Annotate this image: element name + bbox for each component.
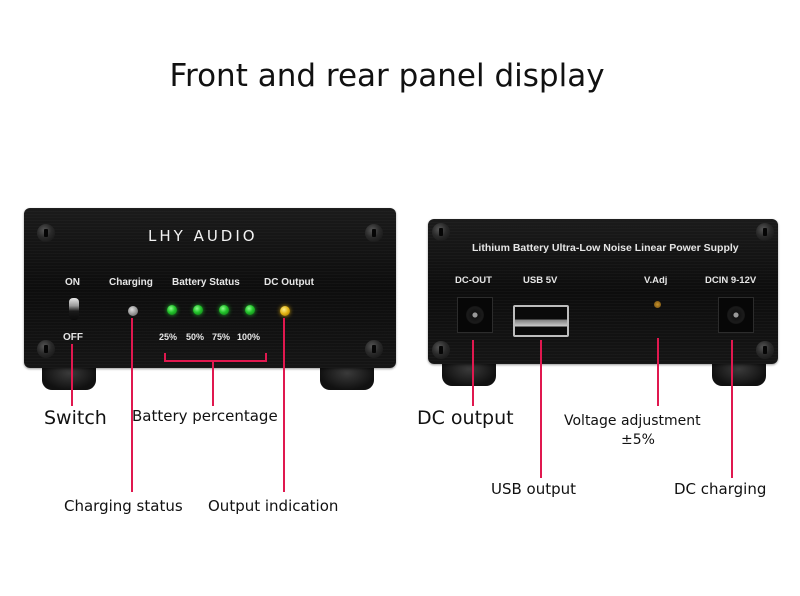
voltage-adjustment-range: ±5% bbox=[621, 432, 655, 448]
switch-on-label: ON bbox=[65, 277, 80, 288]
dcin-jack[interactable] bbox=[718, 297, 754, 333]
charging-status-callout: Charging status bbox=[64, 497, 183, 515]
dc-out-jack[interactable] bbox=[457, 297, 493, 333]
front-left-foot bbox=[42, 366, 96, 390]
voltage-adjustment-callout: Voltage adjustment bbox=[564, 413, 701, 429]
battery-bracket-left bbox=[164, 353, 166, 362]
screw-icon bbox=[37, 340, 55, 358]
battery-status-label: Battery Status bbox=[172, 277, 240, 288]
dc-output-led bbox=[280, 306, 290, 316]
usb-callout-line bbox=[540, 340, 542, 478]
dc-output-label: DC Output bbox=[264, 277, 314, 288]
charging-callout-line bbox=[131, 318, 133, 492]
screw-icon bbox=[432, 341, 450, 359]
rear-panel: Lithium Battery Ultra-Low Noise Linear P… bbox=[428, 219, 778, 364]
battery-callout-line bbox=[212, 362, 214, 406]
switch-off-label: OFF bbox=[63, 332, 83, 343]
jack-hole bbox=[466, 306, 484, 324]
front-panel: LHY AUDIO ON OFF Charging Battery Status… bbox=[24, 208, 396, 368]
battery-led-75 bbox=[219, 305, 229, 315]
battery-led-100 bbox=[245, 305, 255, 315]
battery-led-50 bbox=[193, 305, 203, 315]
dc-output-callout: DC output bbox=[417, 407, 514, 429]
screw-icon bbox=[37, 224, 55, 242]
front-right-foot bbox=[320, 366, 374, 390]
brand-logo: LHY AUDIO bbox=[148, 227, 258, 245]
rear-left-foot bbox=[442, 362, 496, 386]
page-title: Front and rear panel display bbox=[169, 58, 605, 94]
vadj-callout-line bbox=[657, 338, 659, 406]
battery-level-100: 100% bbox=[237, 332, 261, 342]
power-switch[interactable] bbox=[69, 298, 79, 320]
charging-led bbox=[128, 306, 138, 316]
battery-level-75: 75% bbox=[212, 332, 231, 342]
screw-icon bbox=[365, 224, 383, 242]
switch-callout: Switch bbox=[44, 407, 107, 429]
dc-charging-callout-line bbox=[731, 340, 733, 478]
dcin-label: DCIN 9-12V bbox=[705, 275, 757, 286]
battery-level-50: 50% bbox=[186, 332, 205, 342]
dc-out-label: DC-OUT bbox=[455, 275, 492, 286]
battery-level-25: 25% bbox=[159, 332, 178, 342]
output-indication-callout: Output indication bbox=[208, 497, 339, 515]
rear-panel-header: Lithium Battery Ultra-Low Noise Linear P… bbox=[472, 242, 739, 254]
rear-right-foot bbox=[712, 362, 766, 386]
screw-icon bbox=[756, 341, 774, 359]
switch-callout-line bbox=[71, 344, 73, 406]
charging-label: Charging bbox=[109, 277, 153, 288]
screw-icon bbox=[365, 340, 383, 358]
usb-output-callout: USB output bbox=[491, 480, 577, 498]
vadj-label: V.Adj bbox=[644, 275, 668, 286]
dc-charging-callout: DC charging bbox=[674, 480, 767, 498]
battery-led-25 bbox=[167, 305, 177, 315]
battery-percentage-callout: Battery percentage bbox=[132, 407, 278, 425]
battery-bracket-bar bbox=[164, 360, 267, 362]
jack-hole bbox=[727, 306, 745, 324]
battery-bracket-right bbox=[265, 353, 267, 362]
usb-label: USB 5V bbox=[523, 275, 558, 286]
voltage-adjust-trimmer[interactable] bbox=[654, 301, 661, 308]
usb-port[interactable] bbox=[513, 305, 569, 337]
dc-output-callout-line bbox=[472, 340, 474, 406]
screw-icon bbox=[432, 223, 450, 241]
output-callout-line bbox=[283, 318, 285, 492]
screw-icon bbox=[756, 223, 774, 241]
